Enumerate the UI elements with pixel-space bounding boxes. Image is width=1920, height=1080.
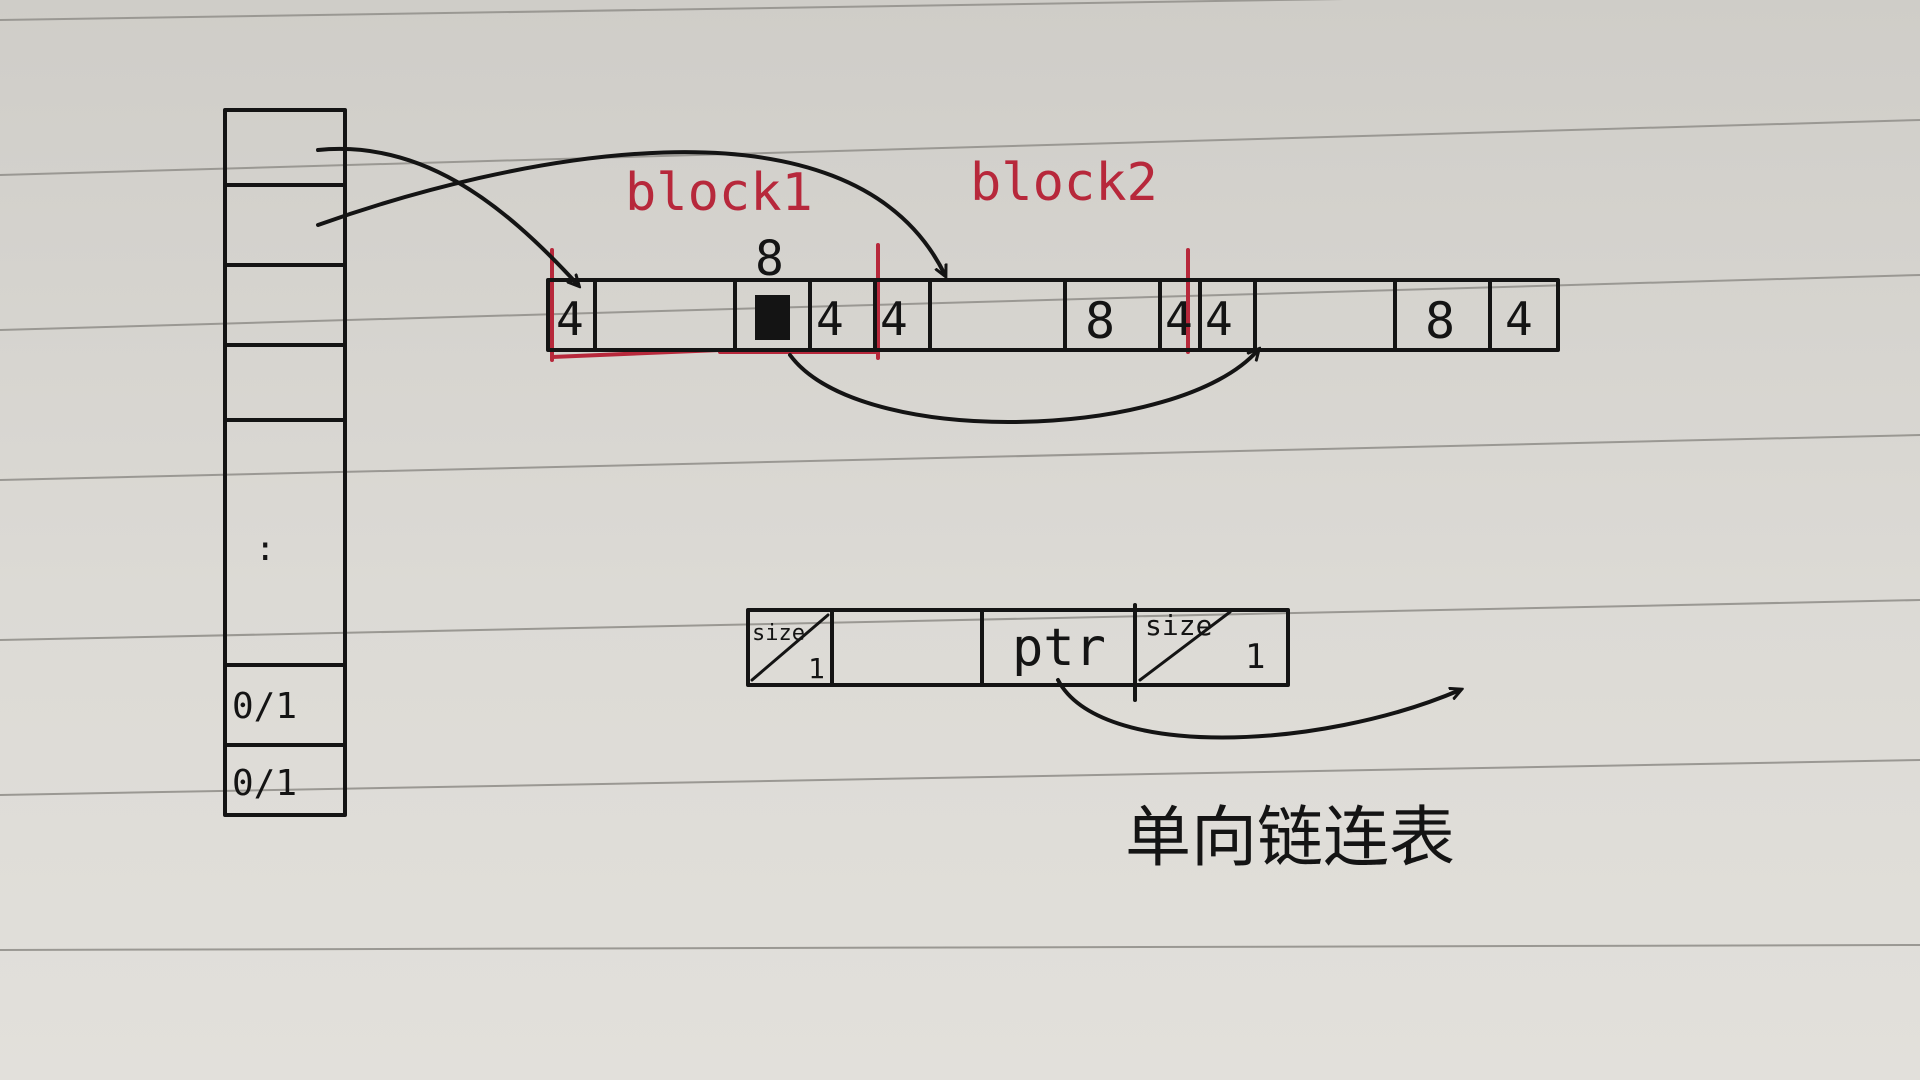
row-cell-header: 4 bbox=[880, 292, 908, 346]
row-cell-header: 4 bbox=[1205, 292, 1233, 346]
slot-flag: 0/1 bbox=[232, 763, 297, 804]
row-cell-header: 4 bbox=[556, 292, 584, 346]
row-cell-next: 8 bbox=[1425, 292, 1455, 350]
scribbled-cell-mark bbox=[755, 295, 790, 340]
segregated-free-list-array: : 0/1 0/1 bbox=[223, 108, 347, 817]
arrow-array-to-block2 bbox=[316, 150, 945, 275]
pointer-arrows bbox=[316, 146, 1258, 424]
node-outline bbox=[746, 608, 1290, 687]
node-header-size: size bbox=[752, 621, 805, 646]
linked-list-node: size 1 ptr size 1 bbox=[746, 603, 1460, 740]
node-footer-size: size bbox=[1145, 609, 1212, 642]
above-cell-label: 8 bbox=[755, 231, 784, 287]
array-slot-1: 0/1 bbox=[232, 686, 297, 727]
block1-label: block1 bbox=[625, 163, 813, 223]
slot-flag: 0/1 bbox=[232, 686, 297, 727]
singly-linked-list-caption: 单向链连表 bbox=[1125, 799, 1455, 876]
array-outline bbox=[223, 108, 347, 817]
node-ptr-label: ptr bbox=[1012, 618, 1106, 678]
node-header-flag: 1 bbox=[808, 652, 825, 685]
row-cell-footer: 4 bbox=[816, 292, 844, 346]
row-cell-next: 8 bbox=[1085, 292, 1115, 350]
arrow-block-to-next bbox=[788, 350, 1258, 424]
array-ellipsis: : bbox=[255, 529, 275, 569]
node-footer-cell: size 1 bbox=[1138, 609, 1265, 682]
ptr-next-arrow bbox=[1056, 678, 1460, 740]
heap-memory-row: 4 4 4 8 4 4 8 4 8 bbox=[546, 231, 1560, 352]
node-header-cell: size 1 bbox=[750, 613, 830, 685]
row-cell-footer: 4 bbox=[1165, 292, 1193, 346]
row-outline bbox=[546, 278, 1560, 352]
ruled-lines bbox=[0, 0, 1920, 951]
row-cell-footer: 4 bbox=[1505, 292, 1533, 346]
arrow-array-to-block1 bbox=[316, 146, 578, 285]
array-slot-2: 0/1 bbox=[232, 763, 297, 804]
node-footer-flag: 1 bbox=[1245, 637, 1265, 677]
block2-label: block2 bbox=[970, 153, 1158, 213]
